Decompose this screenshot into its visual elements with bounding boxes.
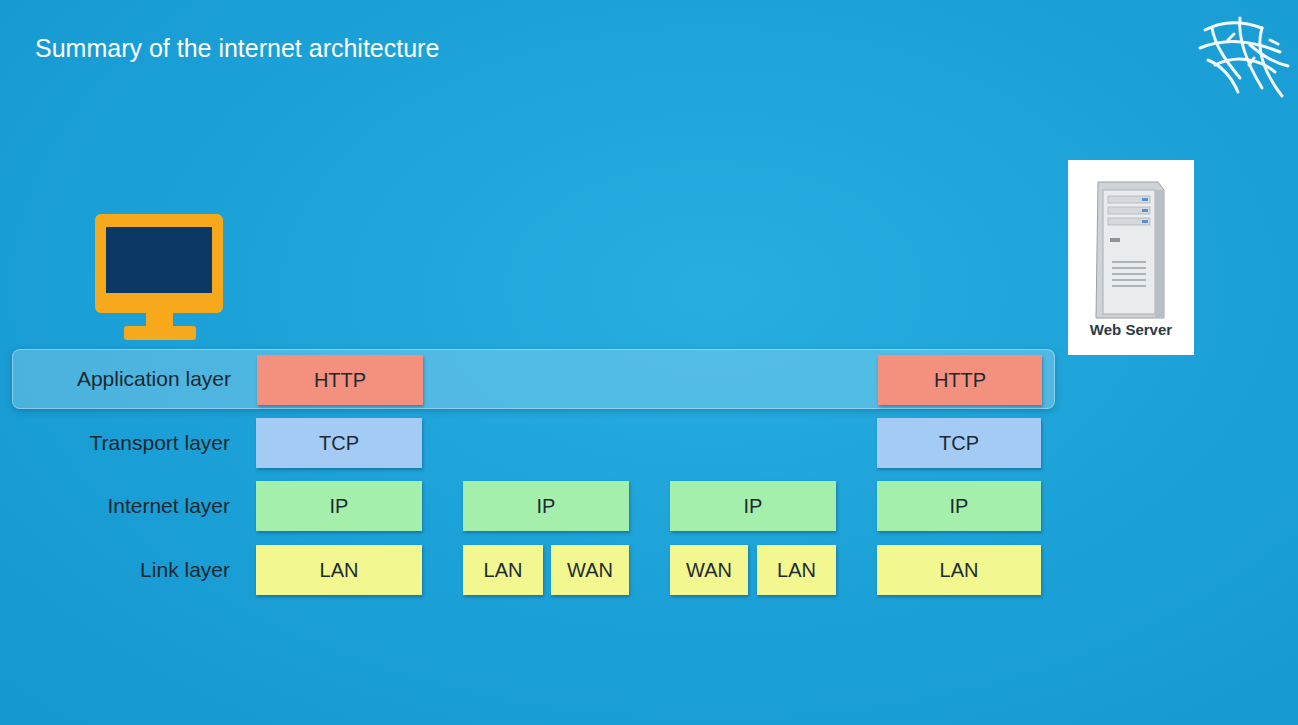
protocol-name: WAN [567, 559, 613, 582]
link-box: LAN [256, 545, 422, 595]
link-box: LAN [757, 545, 836, 595]
protocol-name: IP [744, 495, 763, 518]
link-box: WAN [670, 545, 748, 595]
protocol-name: LAN [484, 559, 523, 582]
protocol-name: TCP [319, 432, 359, 455]
link-box: WAN [551, 545, 629, 595]
layer-band: Application layer HTTP HTTP [12, 349, 1055, 409]
server-label: Web Server [1090, 321, 1172, 338]
protocol-name: HTTP [314, 369, 366, 392]
protocol-box: TCP [877, 418, 1041, 468]
protocol-name: LAN [940, 559, 979, 582]
layer-name: Transport layer [90, 431, 230, 455]
protocol-box: IP [670, 481, 836, 531]
protocol-box: HTTP [878, 355, 1042, 405]
link-box: LAN [877, 545, 1041, 595]
layer-name: Link layer [140, 558, 230, 582]
layer-name: Internet layer [107, 494, 230, 518]
protocol-name: TCP [939, 432, 979, 455]
protocol-box: IP [463, 481, 629, 531]
protocol-box: TCP [256, 418, 422, 468]
protocol-box: IP [877, 481, 1041, 531]
protocol-name: LAN [777, 559, 816, 582]
link-box: LAN [463, 545, 543, 595]
protocol-name: IP [537, 495, 556, 518]
protocol-name: LAN [320, 559, 359, 582]
protocol-name: HTTP [934, 369, 986, 392]
protocol-name: IP [950, 495, 969, 518]
protocol-name: IP [330, 495, 349, 518]
slide-title: Summary of the internet architecture [35, 34, 439, 63]
protocol-box: HTTP [257, 355, 423, 405]
network-logo [1200, 18, 1288, 96]
computer-icon [95, 214, 223, 340]
layer-name: Application layer [13, 367, 231, 391]
protocol-box: IP [256, 481, 422, 531]
protocol-name: WAN [686, 559, 732, 582]
web-server-icon [1068, 160, 1194, 355]
